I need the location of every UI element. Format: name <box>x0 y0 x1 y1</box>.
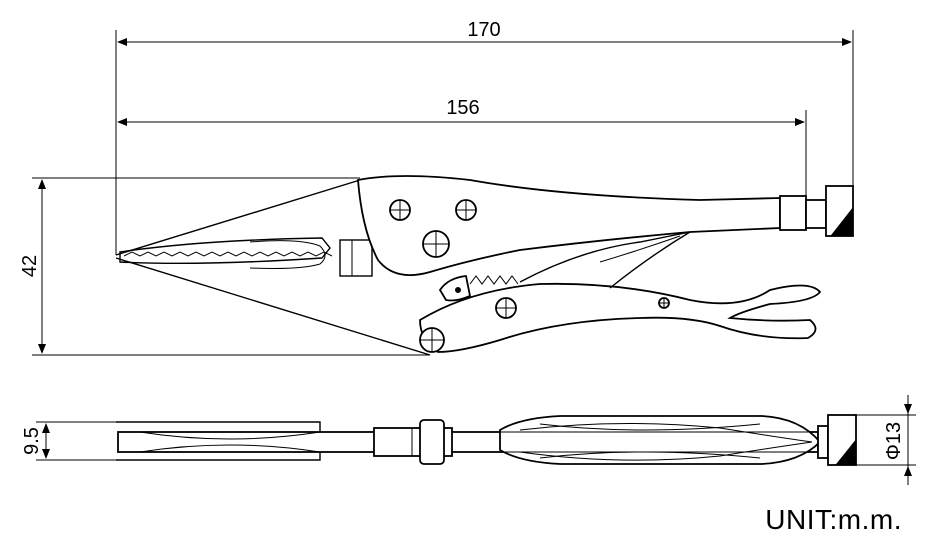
unit-label: UNIT:m.m. <box>765 504 902 535</box>
top-adjusting-knob-icon <box>827 414 857 466</box>
pliers-side-view <box>115 175 854 356</box>
dimension-height: 42 <box>19 177 430 356</box>
dimension-screw-diameter: Φ13 <box>856 395 916 485</box>
adjusting-knob-icon <box>825 185 854 237</box>
pivot-bolt-icon <box>389 199 477 258</box>
height-label: 42 <box>19 255 41 277</box>
jaw-length-label: 156 <box>446 97 479 119</box>
pliers-top-view <box>116 414 857 466</box>
lower-pivot-bolt-icon <box>419 297 670 353</box>
dimension-overall-length: 170 <box>115 19 854 255</box>
thickness-label: 9.5 <box>21 427 43 455</box>
screw-diameter-label: Φ13 <box>883 422 905 460</box>
overall-length-label: 170 <box>467 19 500 41</box>
